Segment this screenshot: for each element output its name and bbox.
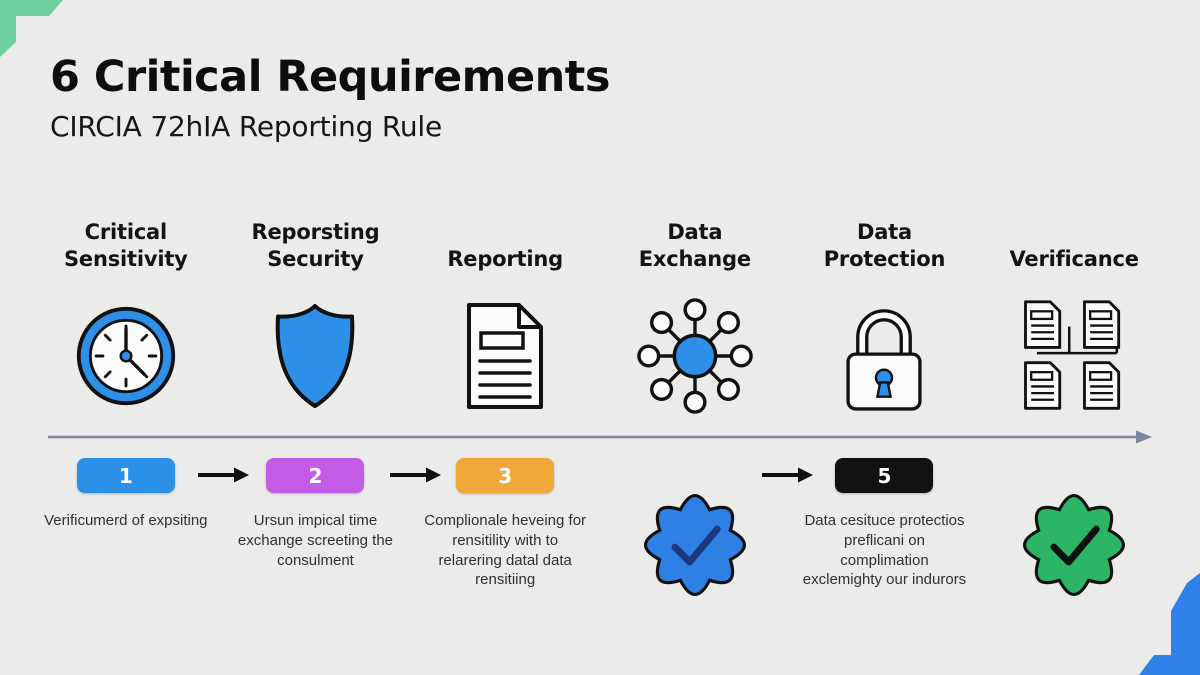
check-icon (1050, 525, 1100, 566)
column-header: Reporsting Security (251, 220, 380, 272)
step-number: 1 (118, 463, 133, 488)
column-header: Reporting (447, 247, 563, 272)
step-number: 5 (877, 463, 892, 488)
step-badge-1: 1 (76, 458, 175, 493)
keyhole (875, 368, 894, 398)
column-header: Verificance (1009, 247, 1139, 272)
arrow-right-icon (390, 467, 441, 483)
check-icon (671, 525, 721, 566)
step-text-3: Complionale heveing for rensitility with… (424, 512, 587, 589)
column-critical-sensitivity: Critical Sensitivity (31, 205, 221, 645)
arrow-right-icon (198, 467, 249, 483)
check-badge-blue (642, 492, 748, 598)
column-data-protection: Data Protection 5 Data cesituce protecti… (790, 205, 980, 645)
page-title: 6 Critical Requirements (50, 52, 610, 102)
step-text-5: Data cesituce protectios preflicani on c… (802, 512, 967, 589)
network-icon (636, 273, 754, 425)
step-number: 2 (308, 463, 323, 488)
column-reporsting-security: Reporsting Security 2 Ursun impical time… (221, 205, 411, 645)
shield-icon (265, 273, 365, 425)
step-badge-5: 5 (835, 458, 934, 493)
step-text-2: Ursun impical time exchange screeting th… (237, 512, 394, 569)
step-number: 3 (498, 463, 513, 488)
check-badge-green (1021, 492, 1127, 598)
column-header: Data Protection (823, 220, 946, 272)
documents-icon (1016, 273, 1132, 425)
document-icon (461, 273, 549, 425)
lock-icon (832, 273, 936, 425)
requirements-grid: Critical Sensitivity (31, 205, 1169, 645)
step-text-1: Verificumerd of expsiting (44, 512, 208, 529)
clock-icon (73, 273, 179, 425)
title-block: 6 Critical Requirements CIRCIA 72hIA Rep… (50, 52, 610, 143)
corner-accent-top-left (0, 0, 63, 57)
page-subtitle: CIRCIA 72hIA Reporting Rule (50, 110, 442, 143)
step-badge-3: 3 (456, 458, 555, 493)
column-reporting: Reporting 3 Complionale heveing for rens… (410, 205, 600, 645)
column-header: Data Exchange (638, 220, 751, 272)
column-data-exchange: Data Exchange (600, 205, 790, 645)
arrow-right-icon (762, 467, 813, 483)
column-header: Critical Sensitivity (63, 220, 188, 272)
step-badge-2: 2 (266, 458, 365, 493)
column-verificance: Verificance (979, 205, 1169, 645)
